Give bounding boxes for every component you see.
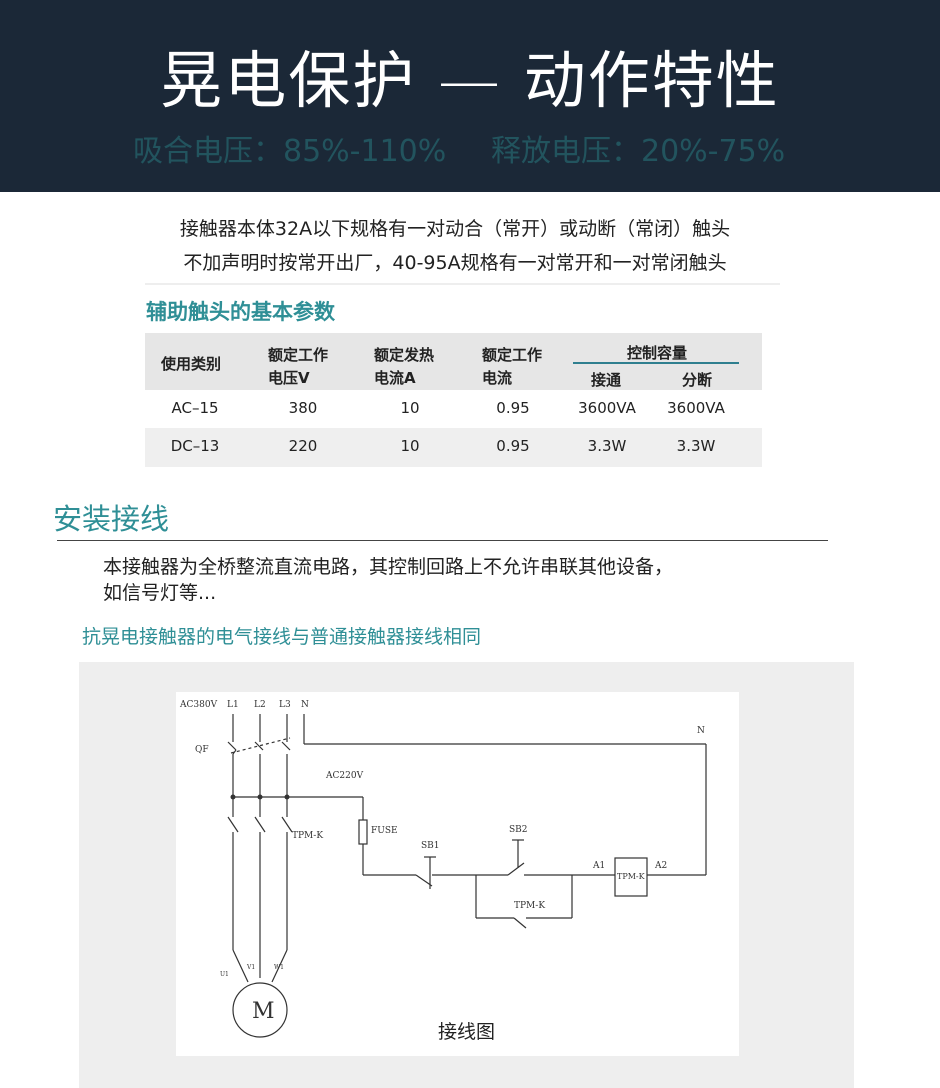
header-heat-current-1: 额定发热 [374, 346, 435, 364]
row-1-make: 3600VA [578, 399, 636, 417]
intro-line-2: 不加声明时按常开出厂，40-95A规格有一对常开和一对常闭触头 [183, 252, 727, 274]
row-2-voltage: 220 [288, 437, 318, 455]
row-1-work-current: 0.95 [496, 399, 530, 417]
header-work-current-1: 额定工作 [482, 346, 543, 364]
row-1-heat-current: 10 [400, 399, 420, 417]
row-2-category: DC–13 [170, 437, 220, 455]
header-voltage-2: 电压V [268, 369, 310, 387]
row-1-voltage: 380 [288, 399, 318, 417]
page-title: 晃电保护 — 动作特性 [160, 44, 780, 117]
label-main-contacts: TPM-K [292, 831, 323, 841]
release-voltage: 释放电压：20%-75% [491, 134, 786, 169]
label-qf: QF [195, 745, 209, 755]
table-row-stripe [145, 428, 762, 467]
row-2-make: 3.3W [587, 437, 627, 455]
label-v1: V1 [246, 964, 255, 971]
row-2-work-current: 0.95 [496, 437, 530, 455]
capacity-underline [573, 362, 739, 364]
row-2-break: 3.3W [676, 437, 716, 455]
intro-line-1: 接触器本体32A以下规格有一对动合（常开）或动断（常闭）触头 [179, 218, 731, 240]
divider [145, 283, 780, 285]
table-header [145, 333, 762, 390]
header-capacity: 控制容量 [627, 344, 688, 362]
install-text-line-1: 本接触器为全桥整流直流电路，其控制回路上不允许串联其他设备， [103, 556, 674, 578]
label-u1: U1 [220, 971, 229, 978]
label-ac220v: AC220V [325, 771, 364, 781]
install-heading: 安装接线 [53, 502, 170, 536]
wiring-heading: 抗晃电接触器的电气接线与普通接触器接线相同 [82, 626, 482, 648]
row-2-heat-current: 10 [400, 437, 420, 455]
pull-in-voltage: 吸合电压：85%-110% [133, 134, 447, 169]
label-l3: L3 [279, 700, 291, 710]
label-w1: W1 [274, 964, 284, 971]
header-make: 接通 [591, 371, 622, 389]
header-work-current-2: 电流 [482, 369, 513, 387]
label-motor: M [252, 999, 275, 1024]
label-coil: TPM-K [617, 872, 646, 881]
label-l2: L2 [254, 700, 266, 710]
label-fuse: FUSE [371, 826, 398, 836]
diagram-caption: 接线图 [438, 1021, 496, 1043]
install-text-line-2: 如信号灯等... [103, 582, 217, 604]
label-sb2: SB2 [509, 825, 528, 835]
label-supply: AC380V [179, 700, 218, 710]
header-banner: 晃电保护 — 动作特性 吸合电压：85%-110% 释放电压：20%-75% [0, 0, 940, 192]
label-n-right: N [697, 726, 705, 736]
header-break: 分断 [682, 371, 713, 389]
parameters-table: 使用类别 额定工作 电压V 额定发热 电流A 额定工作 电流 控制容量 接通 分… [145, 333, 762, 467]
label-n-top: N [301, 700, 309, 710]
section-divider [57, 540, 828, 541]
header-category: 使用类别 [161, 355, 222, 373]
label-a1: A1 [592, 861, 605, 871]
row-1-category: AC–15 [171, 399, 219, 417]
header-voltage-1: 额定工作 [268, 346, 329, 364]
header-heat-current-2: 电流A [374, 369, 416, 387]
label-sb1: SB1 [421, 841, 440, 851]
wiring-schematic: AC380V L1 L2 L3 N QF AC220V N FUSE SB1 S… [179, 700, 707, 1038]
aux-contacts-heading: 辅助触头的基本参数 [146, 300, 335, 324]
row-1-break: 3600VA [667, 399, 725, 417]
wiring-diagram: AC380V L1 L2 L3 N QF AC220V N FUSE SB1 S… [176, 692, 739, 1056]
label-aux-contact: TPM-K [514, 901, 545, 911]
label-l1: L1 [227, 700, 239, 710]
label-a2: A2 [654, 861, 667, 871]
